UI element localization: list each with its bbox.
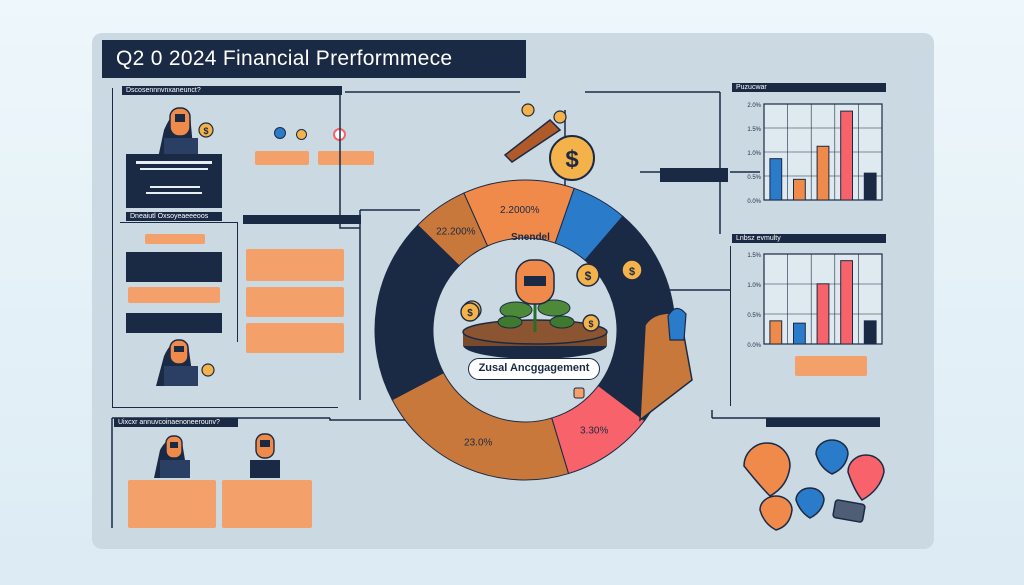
bubble-section-bar	[766, 418, 880, 427]
bar-chart-2: 1.5% 1.0% 0.5% 0.0%	[747, 253, 883, 349]
note-box	[128, 287, 220, 303]
dollar-symbol: $	[588, 319, 593, 329]
bar	[840, 110, 853, 201]
person-figure-icon	[250, 433, 280, 478]
small-coin-icon	[274, 127, 286, 139]
dollar-symbol: $	[203, 126, 208, 136]
note-box	[318, 151, 374, 165]
note-box	[255, 151, 309, 165]
bar	[769, 320, 783, 345]
y-tick-label: 0.5%	[747, 313, 761, 319]
person-figure-icon: $	[158, 107, 214, 158]
donut-slice-label: 22.200%	[436, 227, 476, 238]
section-bar	[243, 215, 361, 224]
y-tick-label: 0.5%	[747, 175, 761, 181]
chart-1-annotation	[660, 168, 728, 182]
donut-slice-label: 2.2000%	[500, 205, 540, 216]
donut-chart: 2.2000% 22.300 3.30% 23.0% 22.200% 22.200%	[374, 179, 676, 481]
note-box	[246, 249, 344, 281]
bar	[840, 260, 853, 345]
summary-text-line	[140, 168, 208, 170]
bar	[793, 178, 806, 201]
donut-slice	[417, 192, 489, 267]
bubble-cluster	[743, 439, 885, 531]
dollar-symbol: $	[565, 146, 579, 173]
page-title: Q2 0 2024 Financial Prerformmece	[102, 40, 526, 78]
info-block	[126, 313, 222, 333]
center-banner-text: Zusal Ancggagement	[478, 362, 590, 374]
dollar-symbol: $	[585, 269, 592, 283]
note-box	[128, 480, 216, 528]
donut-slice-label: 22.200%	[386, 308, 426, 319]
y-tick-label: 2.0%	[747, 103, 761, 109]
info-block	[126, 252, 222, 282]
left-panel-frame	[112, 88, 338, 408]
person-figure-icon	[156, 339, 215, 386]
bar	[863, 172, 877, 201]
donut-slice-label: 3.30%	[580, 425, 608, 436]
y-tick-label: 1.0%	[747, 151, 761, 157]
donut-slice-label: 22.300	[630, 313, 661, 324]
bar	[816, 283, 830, 345]
bar	[863, 320, 877, 345]
note-box	[246, 287, 344, 317]
note-box	[145, 234, 205, 244]
bar	[769, 158, 783, 201]
bar-chart-1: 2.0% 1.5% 1.0% 0.5% 0.0%	[747, 103, 883, 205]
summary-text-line	[150, 186, 200, 188]
center-banner	[468, 358, 600, 380]
summary-text-line	[146, 192, 202, 194]
note-box	[795, 356, 867, 376]
chart-1-title: Puzucwar	[732, 83, 886, 92]
left-panel-heading: Dscosennnvnxaneunct?	[122, 86, 342, 95]
dollar-symbol: $	[629, 266, 635, 278]
bar	[793, 322, 806, 345]
left-inner-frame	[120, 222, 238, 342]
y-tick-label: 0.0%	[747, 343, 761, 349]
y-tick-label: 0.0%	[747, 199, 761, 205]
summary-text-line	[136, 161, 212, 164]
y-tick-label: 1.5%	[747, 127, 761, 133]
right-panel-frame	[730, 246, 732, 406]
bar	[816, 145, 830, 201]
small-coin-icon	[296, 129, 307, 140]
note-box	[246, 323, 344, 353]
donut-slice	[391, 372, 570, 481]
note-box	[222, 480, 312, 528]
y-tick-label: 1.0%	[747, 283, 761, 289]
left-panel-subheading: Dneaiutl Oxsoyeaeeeoos	[126, 212, 222, 221]
person-figure-icon	[154, 435, 190, 478]
bottom-left-heading: Uixcxr annuvcoinaenoneerounv?	[114, 418, 238, 427]
dollar-symbol: $	[467, 308, 473, 319]
donut-slice-label: 23.0%	[464, 438, 492, 449]
y-tick-label: 1.5%	[747, 253, 761, 259]
chart-small-label: Snendel	[511, 232, 550, 243]
chart-2-title: Lnbsz evmulty	[732, 234, 886, 243]
